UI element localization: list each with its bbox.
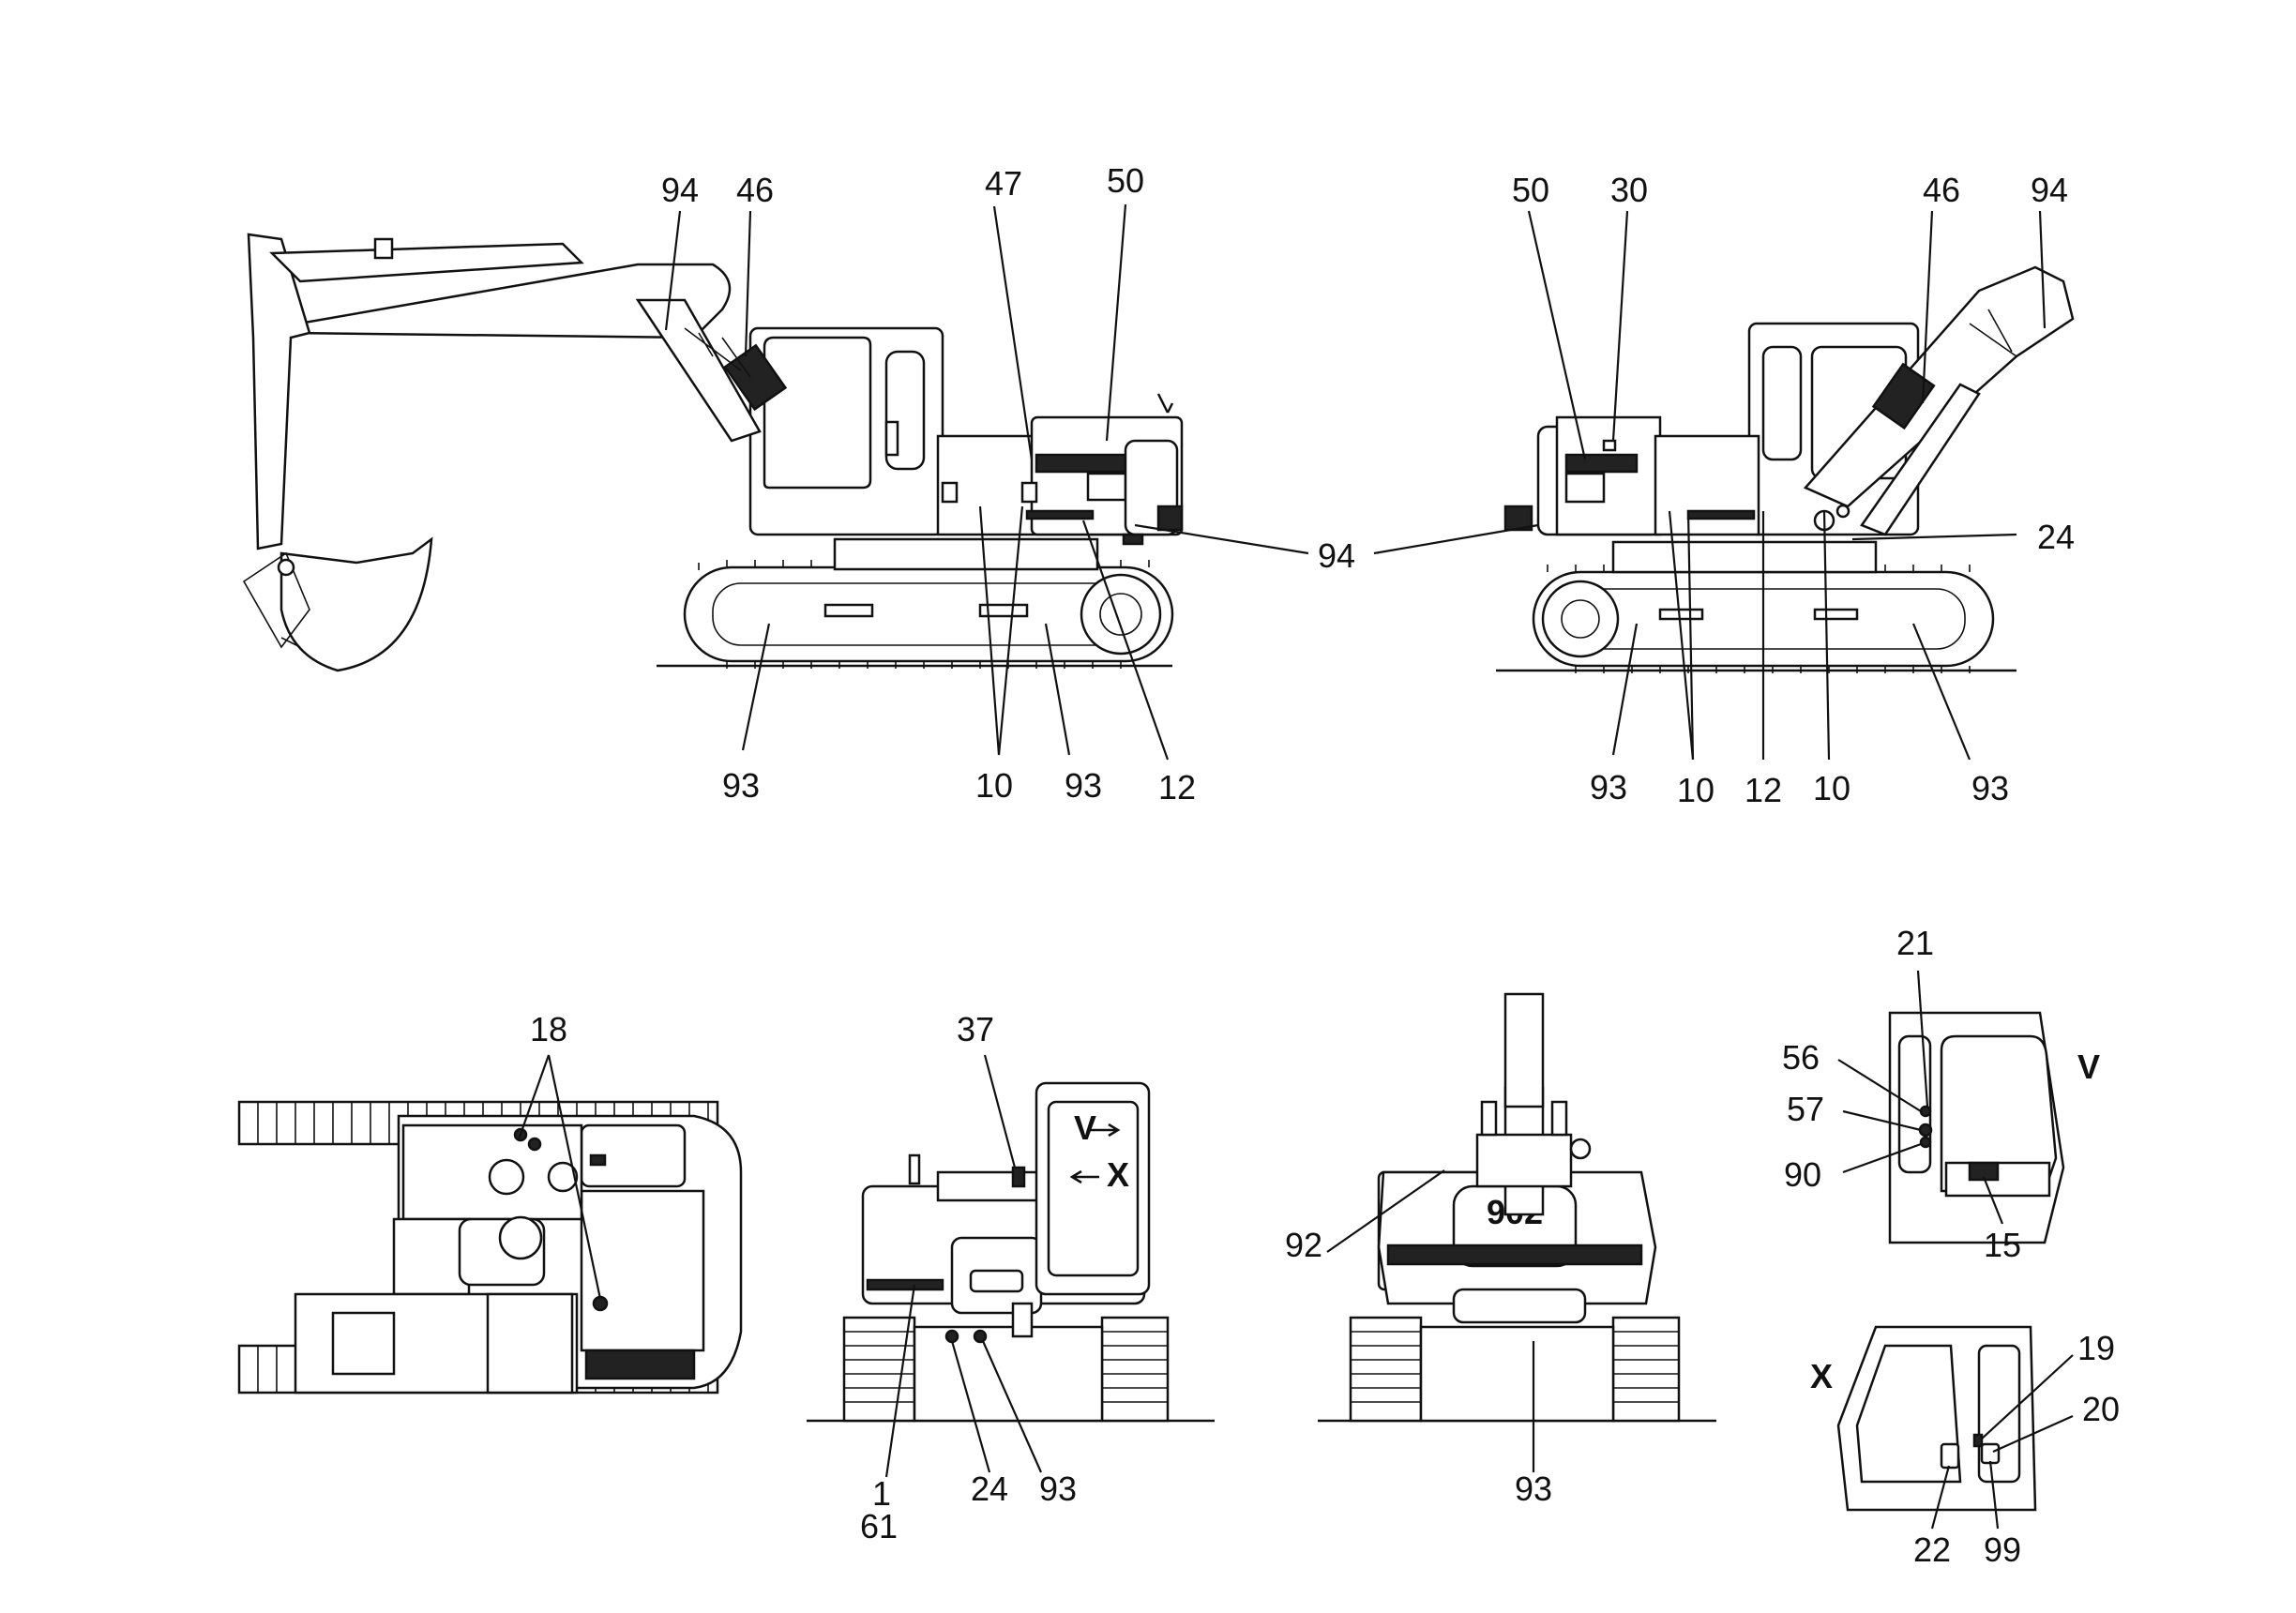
callout-93: 93 [1065,766,1102,805]
callout-22: 22 [1913,1530,1951,1569]
callout-99: 99 [1984,1530,2021,1569]
callout-46: 46 [736,171,774,209]
callout-labels-left-side: 94 46 47 50 94 93 10 93 12 [661,161,1355,806]
callout-93: 93 [1039,1470,1077,1508]
callout-50: 50 [1512,171,1549,209]
leader-lines [517,204,2074,1530]
callout-61: 61 [860,1507,898,1545]
callout-labels-cab-v: 21 56 57 90 15 [1782,924,2021,1264]
left-side-view [242,233,1184,672]
callout-1: 1 [872,1474,891,1513]
callout-labels-rear-view: 37 1 61 24 93 [860,1010,1077,1545]
callout-18: 18 [530,1010,567,1048]
callout-93: 93 [1590,768,1627,806]
callout-10: 10 [1813,769,1850,807]
cab-view-v: V [1888,1011,2100,1244]
front-view: 902 [1318,992,1716,1423]
callout-90: 90 [1784,1155,1821,1194]
callout-labels-top-view: 18 [530,1010,567,1048]
callout-46: 46 [1923,171,1960,209]
callout-30: 30 [1610,171,1648,209]
callout-50: 50 [1107,161,1144,200]
callout-93: 93 [1515,1470,1552,1508]
callout-15: 15 [1984,1226,2021,1264]
cab-view-tag-x: X [1810,1357,1833,1395]
callout-57: 57 [1787,1090,1824,1128]
cab-view-tag-v: V [2077,1048,2100,1086]
callout-21: 21 [1896,924,1934,962]
cab-view-x: X [1810,1325,2037,1512]
callout-labels-front-view: 92 93 [1285,1226,1552,1508]
callout-93: 93 [722,766,760,805]
callout-24: 24 [2037,518,2075,556]
callout-12: 12 [1158,768,1196,806]
callout-92: 92 [1285,1226,1322,1264]
callout-24: 24 [971,1470,1008,1508]
callout-94: 94 [661,171,699,209]
callout-93: 93 [1971,769,2009,807]
callout-94: 94 [1318,536,1355,575]
view-marker-v: V [1074,1108,1096,1147]
callout-labels-cab-x: 19 20 22 99 [1913,1329,2120,1569]
rear-view: V X [807,1081,1215,1423]
callout-10: 10 [1677,771,1714,809]
callout-37: 37 [957,1010,994,1048]
callout-19: 19 [2077,1329,2115,1367]
view-marker-x: X [1107,1155,1129,1194]
callout-56: 56 [1782,1038,1820,1077]
callout-10: 10 [975,766,1013,805]
callout-94: 94 [2031,171,2068,209]
callout-47: 47 [985,164,1022,203]
callout-12: 12 [1745,771,1782,809]
top-view [237,1100,743,1394]
right-side-view [1496,265,2075,673]
callout-20: 20 [2082,1390,2120,1428]
callout-labels-right-side: 50 30 46 94 24 93 10 12 10 93 [1512,171,2075,809]
